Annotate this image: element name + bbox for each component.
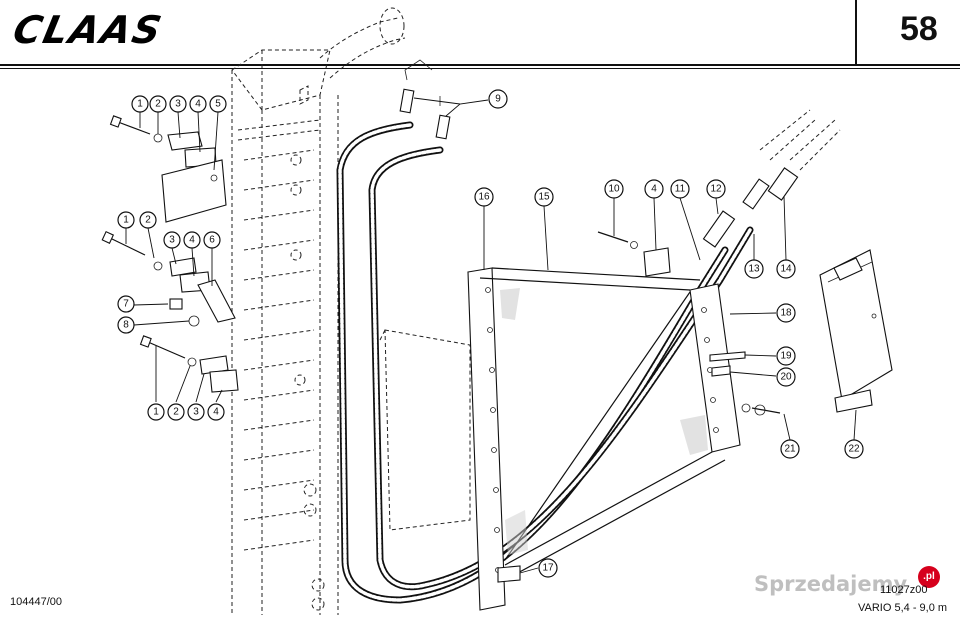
svg-text:9: 9 <box>495 94 501 105</box>
callout-17: 17 <box>538 558 558 578</box>
svg-text:6: 6 <box>209 235 215 246</box>
watermark-text: Sprzedajemy <box>754 572 908 596</box>
svg-text:1: 1 <box>123 215 129 226</box>
svg-text:4: 4 <box>195 99 201 110</box>
callout-15: 15 <box>534 187 554 207</box>
svg-text:3: 3 <box>169 235 175 246</box>
callout-1b: 1 <box>117 211 135 229</box>
watermark-badge: .pl <box>918 566 940 588</box>
svg-text:12: 12 <box>710 184 722 195</box>
svg-text:11: 11 <box>675 184 686 195</box>
svg-text:1: 1 <box>137 99 143 110</box>
callout-2b: 2 <box>139 211 157 229</box>
reference-code: 11027z00 <box>880 584 928 596</box>
callout-13: 13 <box>744 259 764 279</box>
callout-3b: 3 <box>163 231 181 249</box>
svg-text:4: 4 <box>651 184 657 195</box>
callout-11: 11 <box>670 179 690 199</box>
callout-10: 10 <box>604 179 624 199</box>
hydraulic-hoses <box>336 59 841 604</box>
callout-12: 12 <box>706 179 726 199</box>
svg-text:18: 18 <box>780 308 792 319</box>
cooler-frame <box>467 267 746 611</box>
callout-8: 8 <box>117 316 135 334</box>
header-divider-thin <box>0 68 960 69</box>
svg-text:19: 19 <box>780 351 792 362</box>
callout-1: 1 <box>131 95 149 113</box>
page-number: 58 <box>900 10 938 48</box>
svg-text:4: 4 <box>213 407 219 418</box>
header-divider <box>0 64 960 66</box>
callout-2: 2 <box>149 95 167 113</box>
svg-text:21: 21 <box>784 444 796 455</box>
callout-3c: 3 <box>187 403 205 421</box>
side-cover-part <box>819 249 893 413</box>
svg-text:13: 13 <box>748 264 760 275</box>
callout-14: 14 <box>776 259 796 279</box>
callout-4: 4 <box>189 95 207 113</box>
svg-text:8: 8 <box>123 320 129 331</box>
callout-3: 3 <box>169 95 187 113</box>
callout-19: 19 <box>776 346 796 366</box>
callout-4c: 4 <box>207 403 225 421</box>
callout-6: 6 <box>203 231 221 249</box>
svg-text:5: 5 <box>215 99 221 110</box>
svg-text:3: 3 <box>175 99 181 110</box>
callout-5: 5 <box>209 95 227 113</box>
svg-text:2: 2 <box>145 215 151 226</box>
svg-text:1: 1 <box>153 407 159 418</box>
svg-text:17: 17 <box>542 563 554 574</box>
svg-text:16: 16 <box>478 192 490 203</box>
callout-9: 9 <box>488 89 508 109</box>
callout-18: 18 <box>776 303 796 323</box>
model-label: VARIO 5,4 - 9,0 m <box>858 602 948 614</box>
callout-7: 7 <box>117 295 135 313</box>
svg-text:2: 2 <box>155 99 161 110</box>
svg-text:7: 7 <box>123 299 129 310</box>
drawing-id: 104447/00 <box>10 596 62 608</box>
svg-text:4: 4 <box>189 235 195 246</box>
callout-16: 16 <box>474 187 494 207</box>
left-hardware <box>101 115 781 416</box>
callout-1c: 1 <box>147 403 165 421</box>
header-vertical-divider <box>855 0 857 66</box>
callout-2c: 2 <box>167 403 185 421</box>
part-callouts: 1 2 3 4 5 1 2 3 4 6 7 8 1 2 3 4 9 16 15 … <box>117 89 864 578</box>
svg-text:10: 10 <box>608 184 620 195</box>
svg-text:3: 3 <box>193 407 199 418</box>
callout-22: 22 <box>844 439 864 459</box>
callout-20: 20 <box>776 367 796 387</box>
svg-text:22: 22 <box>848 444 860 455</box>
callout-21: 21 <box>780 439 800 459</box>
svg-text:20: 20 <box>780 372 792 383</box>
svg-text:15: 15 <box>538 192 550 203</box>
dashed-column <box>231 7 471 615</box>
leader-lines <box>125 97 857 574</box>
callout-4d: 4 <box>644 179 664 199</box>
callout-4b: 4 <box>183 231 201 249</box>
svg-text:14: 14 <box>780 264 792 275</box>
svg-text:2: 2 <box>173 407 179 418</box>
